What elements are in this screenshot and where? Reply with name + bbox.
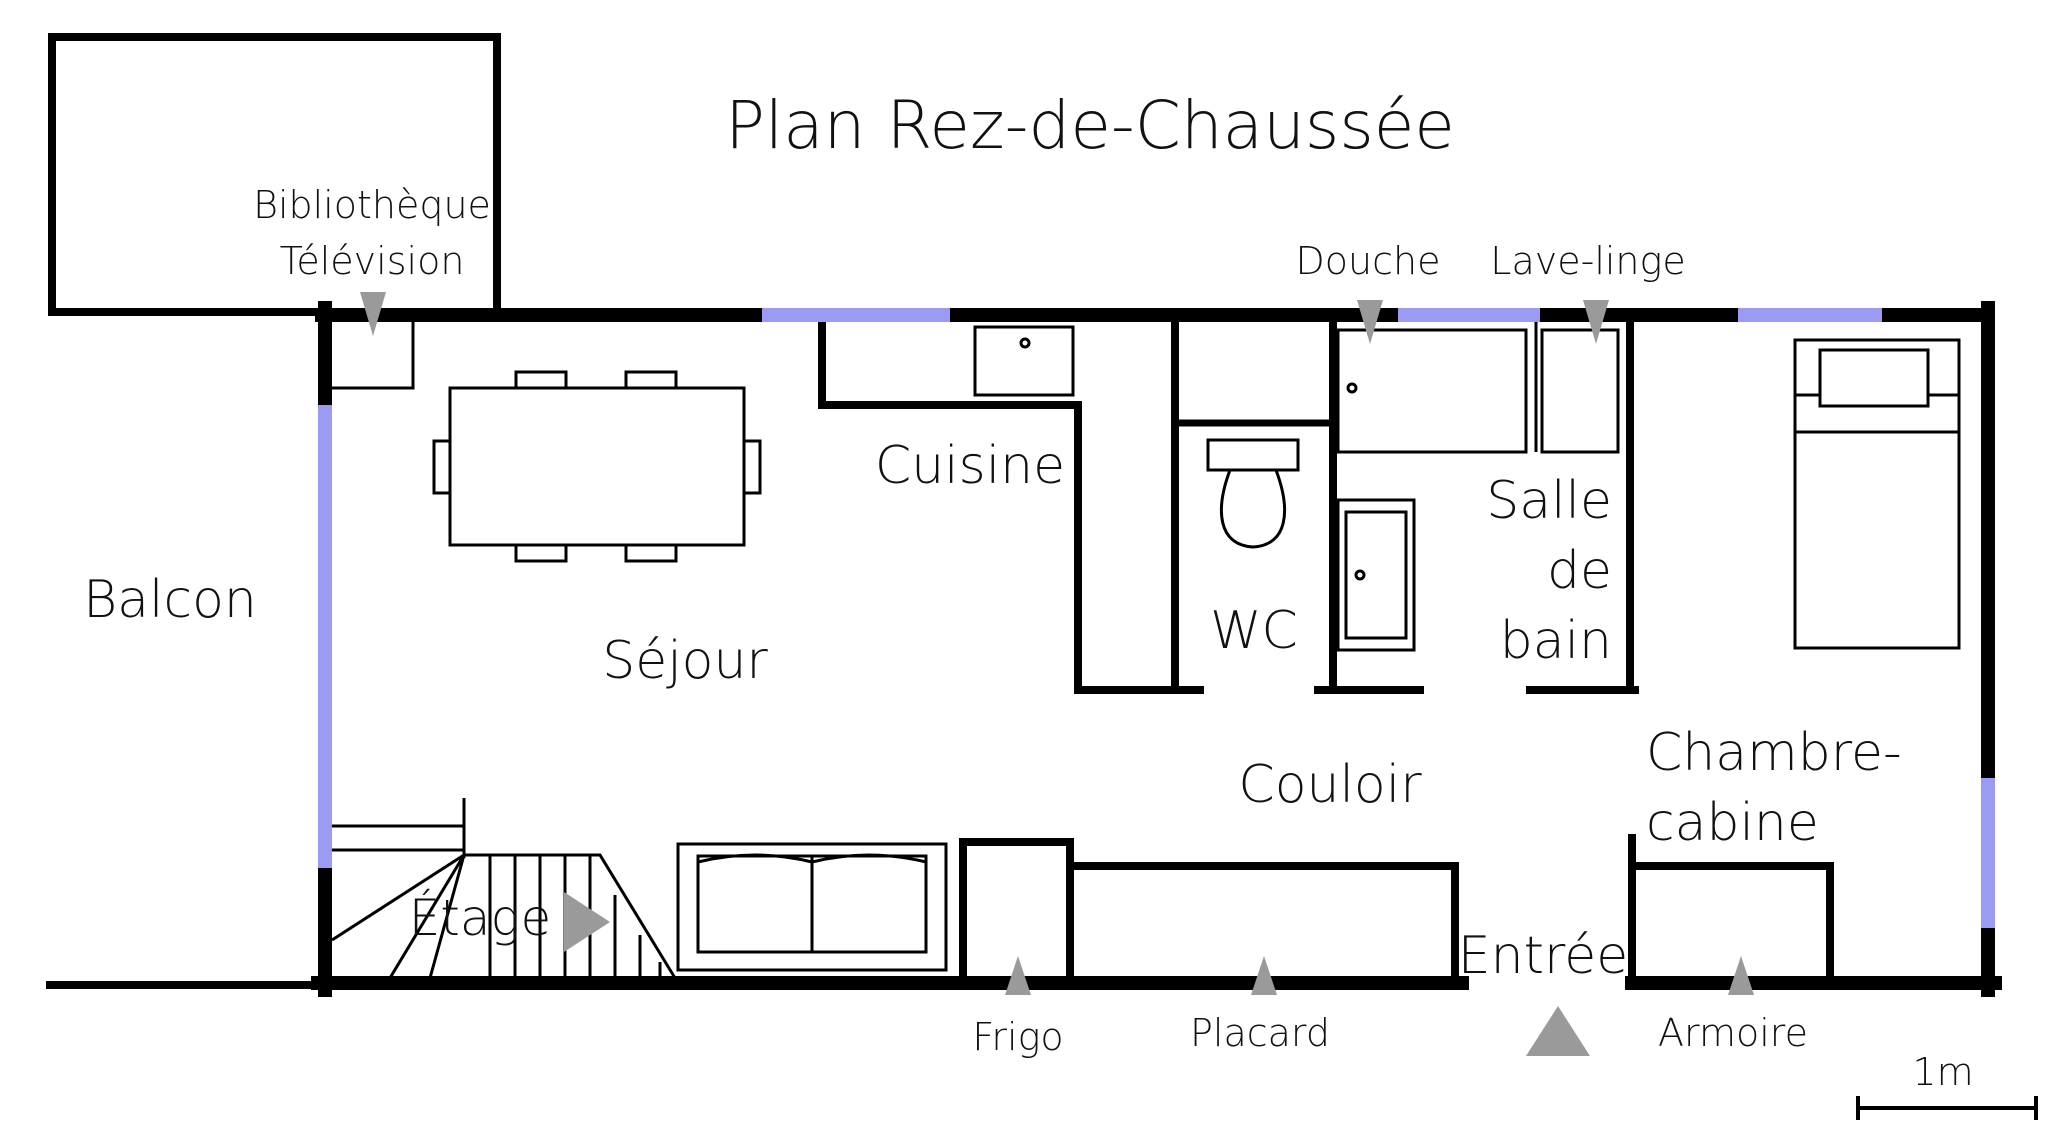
dining-chair xyxy=(742,439,762,495)
armoire-top xyxy=(1628,862,1834,984)
entrance-arrow-icon xyxy=(1526,1006,1590,1056)
room-label-couloir: Couloir xyxy=(1238,755,1422,815)
windows xyxy=(318,308,1995,928)
balcony-wall xyxy=(48,33,501,316)
bed-pillow xyxy=(1818,348,1930,408)
fixture-label-television: Télévision xyxy=(280,239,465,283)
room-label-chambre-1: Chambre- xyxy=(1646,723,1902,783)
room-label-entree: Entrée xyxy=(1458,926,1628,986)
triangle-pointer-icon xyxy=(1251,956,1277,995)
shower-drain xyxy=(1346,382,1358,394)
fixture-label-placard: Placard xyxy=(1190,1011,1330,1055)
dining-table xyxy=(448,386,746,547)
bathtub-inner xyxy=(1344,510,1408,640)
stairs-arrow-icon xyxy=(564,892,610,952)
washing-machine xyxy=(1540,328,1620,454)
frigo-outline xyxy=(959,838,1074,984)
triangle-pointer-icon xyxy=(1005,956,1031,995)
kitchen-sink-drain xyxy=(1019,337,1031,349)
dining-chair xyxy=(624,543,678,563)
bed-frame xyxy=(1793,338,1961,650)
bathtub-outer xyxy=(1336,498,1416,652)
dining-chair xyxy=(514,370,568,390)
fixture-label-douche: Douche xyxy=(1296,239,1441,283)
room-label-sejour: Séjour xyxy=(602,631,768,691)
dining-chair xyxy=(624,370,678,390)
scale-bar xyxy=(1856,1096,2038,1120)
scale-label: 1m xyxy=(1912,1050,1973,1094)
triangle-pointer-icon xyxy=(360,292,386,336)
room-labels: Balcon Séjour Cuisine WC Salle de bain C… xyxy=(83,436,1902,986)
fixture-label-bibliotheque: Bibliothèque xyxy=(253,183,491,227)
stairs-winder xyxy=(428,854,466,979)
room-label-cuisine: Cuisine xyxy=(875,436,1065,496)
fixture-label-lave-linge: Lave-linge xyxy=(1490,239,1685,283)
room-label-etage: Étage xyxy=(409,888,552,947)
shower-tray xyxy=(1336,328,1528,454)
triangle-pointer-icon xyxy=(1583,300,1609,344)
dining-chair xyxy=(432,439,452,495)
dining-chair xyxy=(514,543,568,563)
bibliotheque-outline xyxy=(330,316,415,390)
sofa-back-curve xyxy=(697,853,927,864)
bathtub-drain xyxy=(1354,569,1366,581)
fixture-labels: Bibliothèque Télévision Douche Lave-ling… xyxy=(253,183,1808,1059)
room-label-salle-1: Salle xyxy=(1486,471,1612,531)
stairs-outline xyxy=(464,853,677,979)
room-label-chambre-2: cabine xyxy=(1646,793,1819,853)
room-label-salle-3: bain xyxy=(1500,611,1612,671)
sofa-base xyxy=(676,842,948,972)
kitchen-counter xyxy=(818,311,1189,694)
toilet-bowl xyxy=(1219,469,1287,549)
stairs-winder xyxy=(331,853,465,942)
room-label-salle-2: de xyxy=(1547,541,1612,601)
markers xyxy=(360,292,1754,1056)
stairs-winder xyxy=(388,854,466,979)
fixture-label-frigo: Frigo xyxy=(972,1015,1063,1059)
kitchen-sink xyxy=(973,325,1075,397)
placard-outline xyxy=(1066,862,1459,984)
room-label-wc: WC xyxy=(1210,601,1298,661)
room-label-balcon: Balcon xyxy=(83,570,257,630)
triangle-pointer-icon xyxy=(1357,300,1383,344)
triangle-pointer-icon xyxy=(1728,956,1754,995)
furniture xyxy=(331,322,1961,979)
toilet-tank xyxy=(1206,438,1300,472)
fixture-label-armoire: Armoire xyxy=(1658,1011,1808,1055)
plan-title: Plan Rez-de-Chaussée xyxy=(725,87,1455,164)
